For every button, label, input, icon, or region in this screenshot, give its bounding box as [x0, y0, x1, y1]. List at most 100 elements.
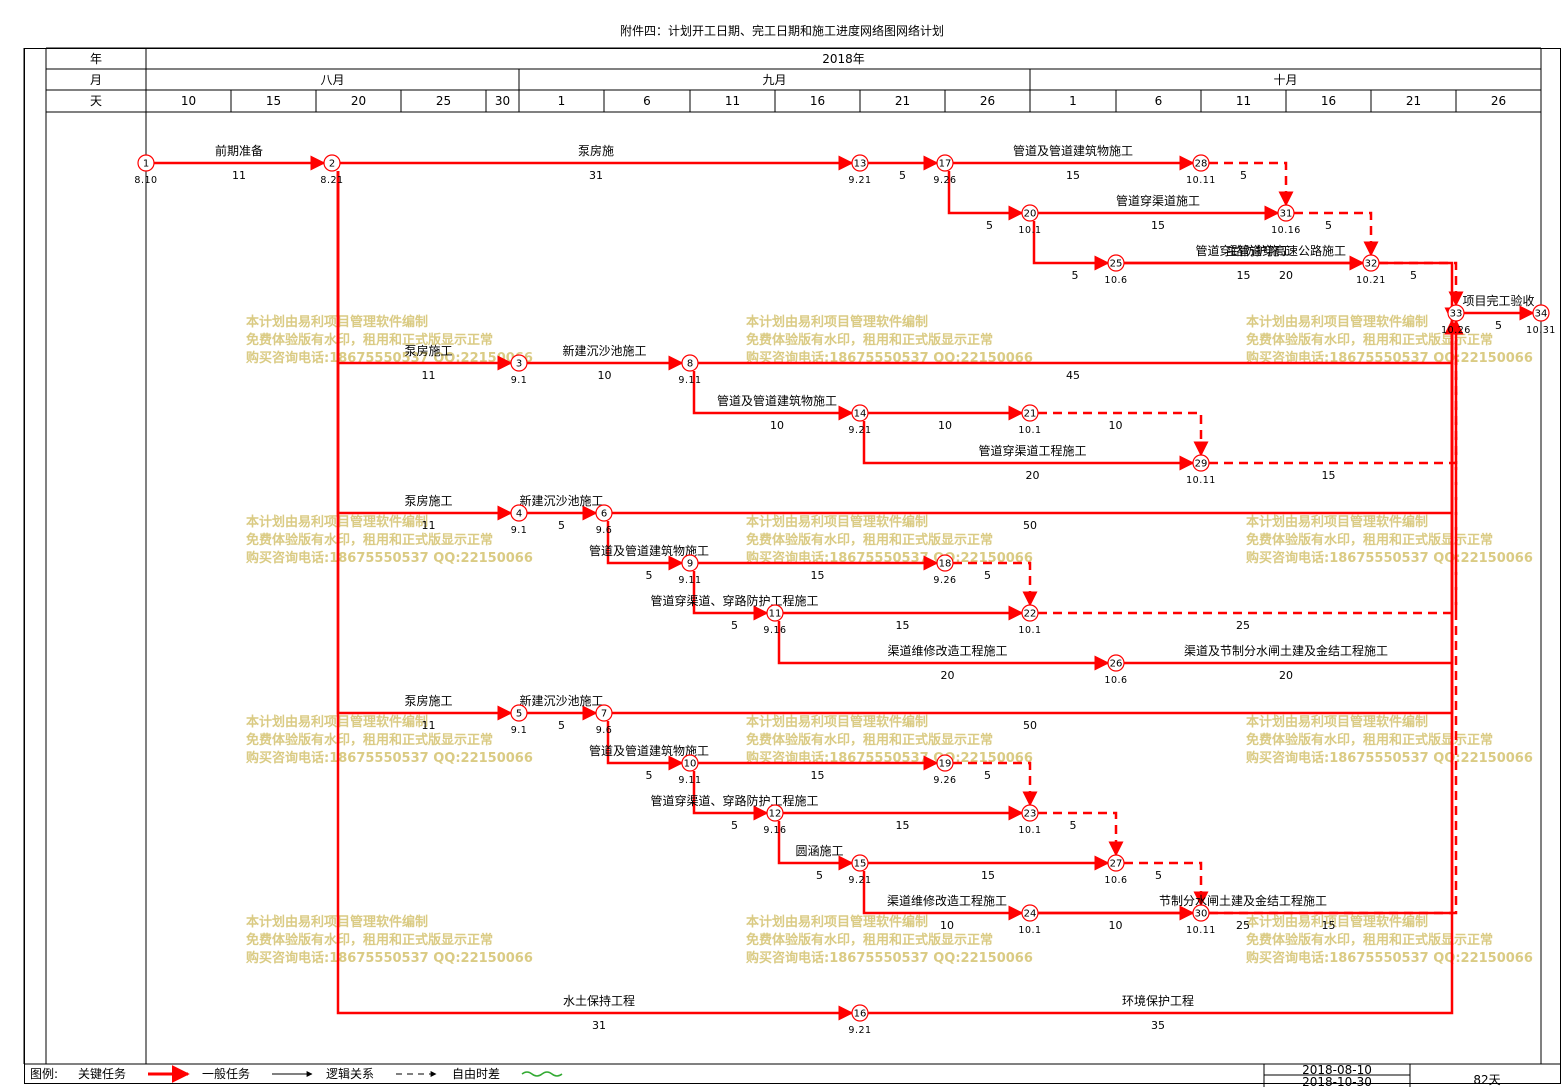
- node-date: 10.1: [1018, 225, 1041, 236]
- watermark-text: 免费体验版有水印，租用和正式版显示正常: [1246, 532, 1493, 548]
- node-circle: [681, 754, 699, 772]
- node-number: 4: [516, 509, 522, 520]
- node-number: 7: [601, 709, 607, 720]
- watermark-text: 购买咨询电话:18675550537 QQ:22150066: [246, 550, 533, 566]
- critical-task-arrow: [862, 421, 1195, 471]
- activity-arrow: 15: [783, 805, 1024, 832]
- node-number: 23: [1024, 809, 1037, 820]
- task-duration: 15: [1237, 269, 1251, 282]
- watermark-text: 购买咨询电话:18675550537 QQ:22150066: [246, 750, 533, 766]
- node-circle: [1021, 204, 1039, 222]
- node-number: 30: [1195, 909, 1208, 920]
- day-label: 10: [181, 94, 196, 108]
- task-duration: 5: [1070, 819, 1077, 832]
- day-row-label: 天: [90, 94, 102, 108]
- node-date: 9.26: [933, 175, 956, 186]
- node-circle: [936, 554, 954, 572]
- node-circle: [936, 754, 954, 772]
- task-duration: 5: [1155, 869, 1162, 882]
- node-date: 10.16: [1271, 225, 1301, 236]
- node-date: 10.1: [1018, 925, 1041, 936]
- node-circle: [1532, 304, 1550, 322]
- task-duration: 15: [1066, 169, 1080, 182]
- task-duration: 5: [984, 769, 991, 782]
- dummy-float-arrow: [1124, 861, 1209, 907]
- task-duration: 20: [941, 669, 955, 682]
- dummy-float-arrow: [953, 561, 1038, 607]
- activity-arrow: 5: [1379, 261, 1464, 307]
- day-label: 25: [436, 94, 451, 108]
- watermark-text: 本计划由易利项目管理软件编制: [1246, 514, 1428, 530]
- node-date: 10.11: [1186, 925, 1216, 936]
- watermark-text: 免费体验版有水印，租用和正式版显示正常: [746, 932, 993, 948]
- node-number: 17: [939, 159, 952, 170]
- task-duration: 15: [811, 569, 825, 582]
- activity-arrow: 15: [698, 555, 939, 582]
- watermark-text: 免费体验版有水印，租用和正式版显示正常: [1246, 932, 1493, 948]
- watermark-text: 免费体验版有水印，租用和正式版显示正常: [1246, 732, 1493, 748]
- task-duration: 15: [1322, 469, 1336, 482]
- node-circle: [1192, 904, 1210, 922]
- node-circle: [766, 804, 784, 822]
- event-node: 169.21: [848, 1004, 871, 1036]
- task-duration: 35: [1151, 1019, 1165, 1032]
- legend-item-name: 一般任务: [202, 1066, 250, 1081]
- node-number: 2: [329, 159, 335, 170]
- task-duration: 10: [1109, 419, 1123, 432]
- day-label: 1: [558, 94, 566, 108]
- node-date: 8.21: [320, 175, 343, 186]
- node-date: 9.16: [763, 625, 786, 636]
- day-label: 6: [643, 94, 651, 108]
- critical-task-arrow: [947, 171, 1024, 221]
- page-title: 附件四：计划开工日期、完工日期和施工进度网络图网络计划: [619, 24, 944, 38]
- task-name: 管道穿渠道、穿路防护工程施工: [650, 793, 818, 808]
- node-circle: [1021, 404, 1039, 422]
- critical-task-arrow: [1038, 319, 1460, 915]
- critical-task-arrow: [1124, 319, 1460, 665]
- day-label: 16: [810, 94, 825, 108]
- watermark-text: 本计划由易利项目管理软件编制: [746, 514, 928, 530]
- event-node: 119.16: [763, 604, 786, 636]
- node-number: 16: [854, 1009, 867, 1020]
- activity-arrow: 5: [947, 171, 1024, 232]
- event-node: 149.21: [848, 404, 871, 436]
- event-node: 30 10.11: [1186, 904, 1216, 936]
- node-number: 12: [769, 809, 782, 820]
- dummy-float-arrow: [1294, 211, 1379, 257]
- task-duration: 5: [899, 169, 906, 182]
- event-node: 99.11: [678, 554, 701, 586]
- node-circle: [936, 154, 954, 172]
- task-duration: 25: [1236, 619, 1250, 632]
- node-number: 25: [1110, 259, 1123, 270]
- watermark-text: 本计划由易利项目管理软件编制: [746, 914, 928, 930]
- task-duration: 10: [598, 369, 612, 382]
- task-name: 泵房施: [578, 143, 614, 158]
- task-name: 渠道及节制分水闸土建及金结工程施工: [1184, 643, 1388, 658]
- dummy-float-arrow: [1379, 261, 1464, 307]
- node-circle: [851, 1004, 869, 1022]
- node-circle: [766, 604, 784, 622]
- node-number: 14: [854, 409, 867, 420]
- task-duration: 5: [986, 219, 993, 232]
- node-number: 13: [854, 159, 867, 170]
- task-name: 节制分水闸土建及金结工程施工: [1159, 893, 1327, 908]
- node-date: 10.1: [1018, 625, 1041, 636]
- node-number: 1: [143, 159, 149, 170]
- activity-arrow: 10: [868, 405, 1024, 432]
- node-number: 20: [1024, 209, 1037, 220]
